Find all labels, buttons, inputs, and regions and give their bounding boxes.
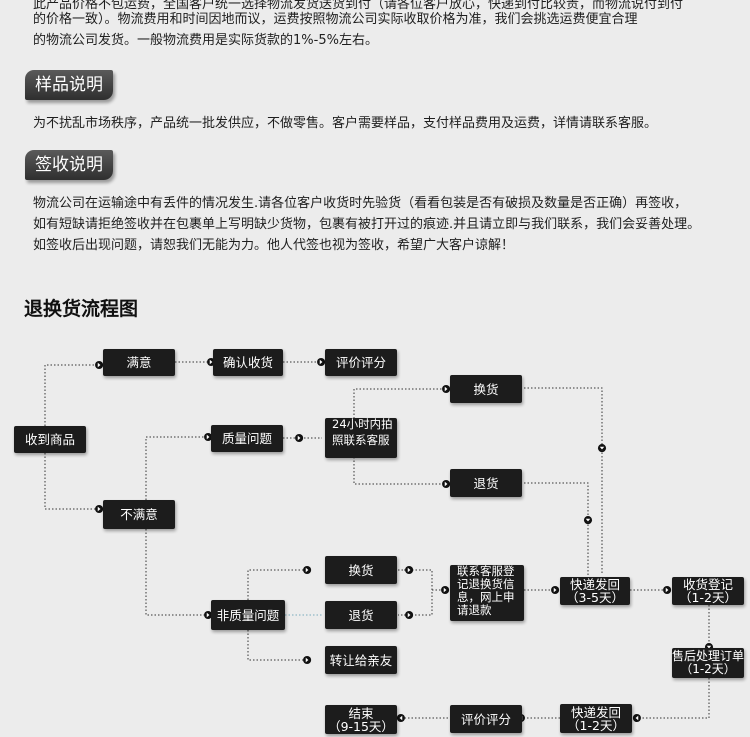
node-photo-contact-line-1: 24小时内拍: [332, 417, 393, 431]
node-register-line-3: 息，网上申: [457, 590, 515, 604]
node-receive-register-line-1: 收货登记: [682, 577, 733, 592]
node-after-sale-line-2: （1-2天）: [680, 662, 736, 676]
node-register-return-info: 联系客服登 记退换货信 息，网上申 请退款: [450, 565, 524, 621]
node-return-1: 退货: [450, 469, 522, 497]
shipping-line-1: 此产品价格不包运费，全国客户统一选择物流发货送货到付（请各位客户放心，快递到付比…: [33, 0, 684, 12]
shipping-line-3: 的物流公司发货。一般物流费用是实际货款的1%-5%左右。: [33, 33, 378, 48]
node-express-return-line-2: （3-5天）: [566, 590, 624, 605]
node-express-back: 快递发回 （1-2天）: [560, 704, 632, 733]
node-return-2: 退货: [325, 601, 397, 629]
sample-text: 为不扰乱市场秩序，产品统一批发供应，不做零售。客户需要样品，支付样品费用及运费，…: [33, 116, 658, 131]
node-transfer-to-friend: 转让给亲友: [325, 646, 397, 674]
receipt-line-2: 如有短缺请拒绝签收并在包裹单上写明缺少货物，包裹有被打开过的痕迹.并且请立即与我…: [33, 217, 701, 232]
node-photo-contact-line-2: 照联系客服: [332, 433, 390, 447]
node-after-sale-processing: 售后处理订单 （1-2天）: [672, 648, 744, 678]
node-photo-contact: 24小时内拍 照联系客服: [325, 418, 397, 458]
node-register-line-4: 请退款: [457, 603, 492, 617]
node-receive-goods: 收到商品: [14, 426, 86, 453]
receipt-line-1: 物流公司在运输途中有丢件的情况发生.请各位客户收货时先验货（看看包装是否有破损及…: [33, 196, 688, 211]
node-express-return: 快递发回 （3-5天）: [560, 577, 630, 605]
node-exchange-1: 换货: [450, 375, 522, 403]
receipt-line-3: 如签收后出现问题，请恕我们无能为力。他人代签也视为签收，希望广大客户谅解！: [33, 238, 515, 253]
node-register-line-1: 联系客服登: [457, 564, 515, 578]
node-non-quality-issue: 非质量问题: [211, 600, 285, 630]
sample-title: 样品说明: [25, 70, 113, 100]
node-confirm-receipt: 确认收货: [213, 349, 283, 376]
node-end-line-2: （9-15天）: [328, 718, 394, 734]
node-unsatisfied: 不满意: [103, 500, 175, 529]
node-express-back-line-2: （1-2天）: [567, 717, 625, 733]
receipt-title: 签收说明: [25, 150, 113, 180]
node-receive-register: 收货登记 （1-2天）: [672, 577, 744, 605]
node-exchange-2: 换货: [325, 556, 397, 584]
shipping-line-2: 的价格一致）。物流费用和时间因地而议，运费按照物流公司实际收取价格为准，我们会挑…: [33, 12, 638, 27]
node-after-sale-line-1: 售后处理订单: [672, 649, 745, 663]
node-rate-2: 评价评分: [450, 705, 522, 733]
node-register-line-2: 记退换货信: [457, 577, 515, 591]
node-receive-register-line-2: （1-2天）: [679, 590, 737, 605]
node-satisfied: 满意: [103, 349, 175, 376]
node-express-back-line-1: 快递发回: [570, 704, 621, 720]
node-express-return-line-1: 快递发回: [569, 577, 620, 592]
node-end-line-1: 结束: [348, 705, 374, 721]
node-quality-issue: 质量问题: [211, 425, 283, 452]
node-rate: 评价评分: [325, 349, 397, 376]
flow-title: 退换货流程图: [24, 298, 139, 320]
node-end: 结束 （9-15天）: [325, 705, 397, 734]
